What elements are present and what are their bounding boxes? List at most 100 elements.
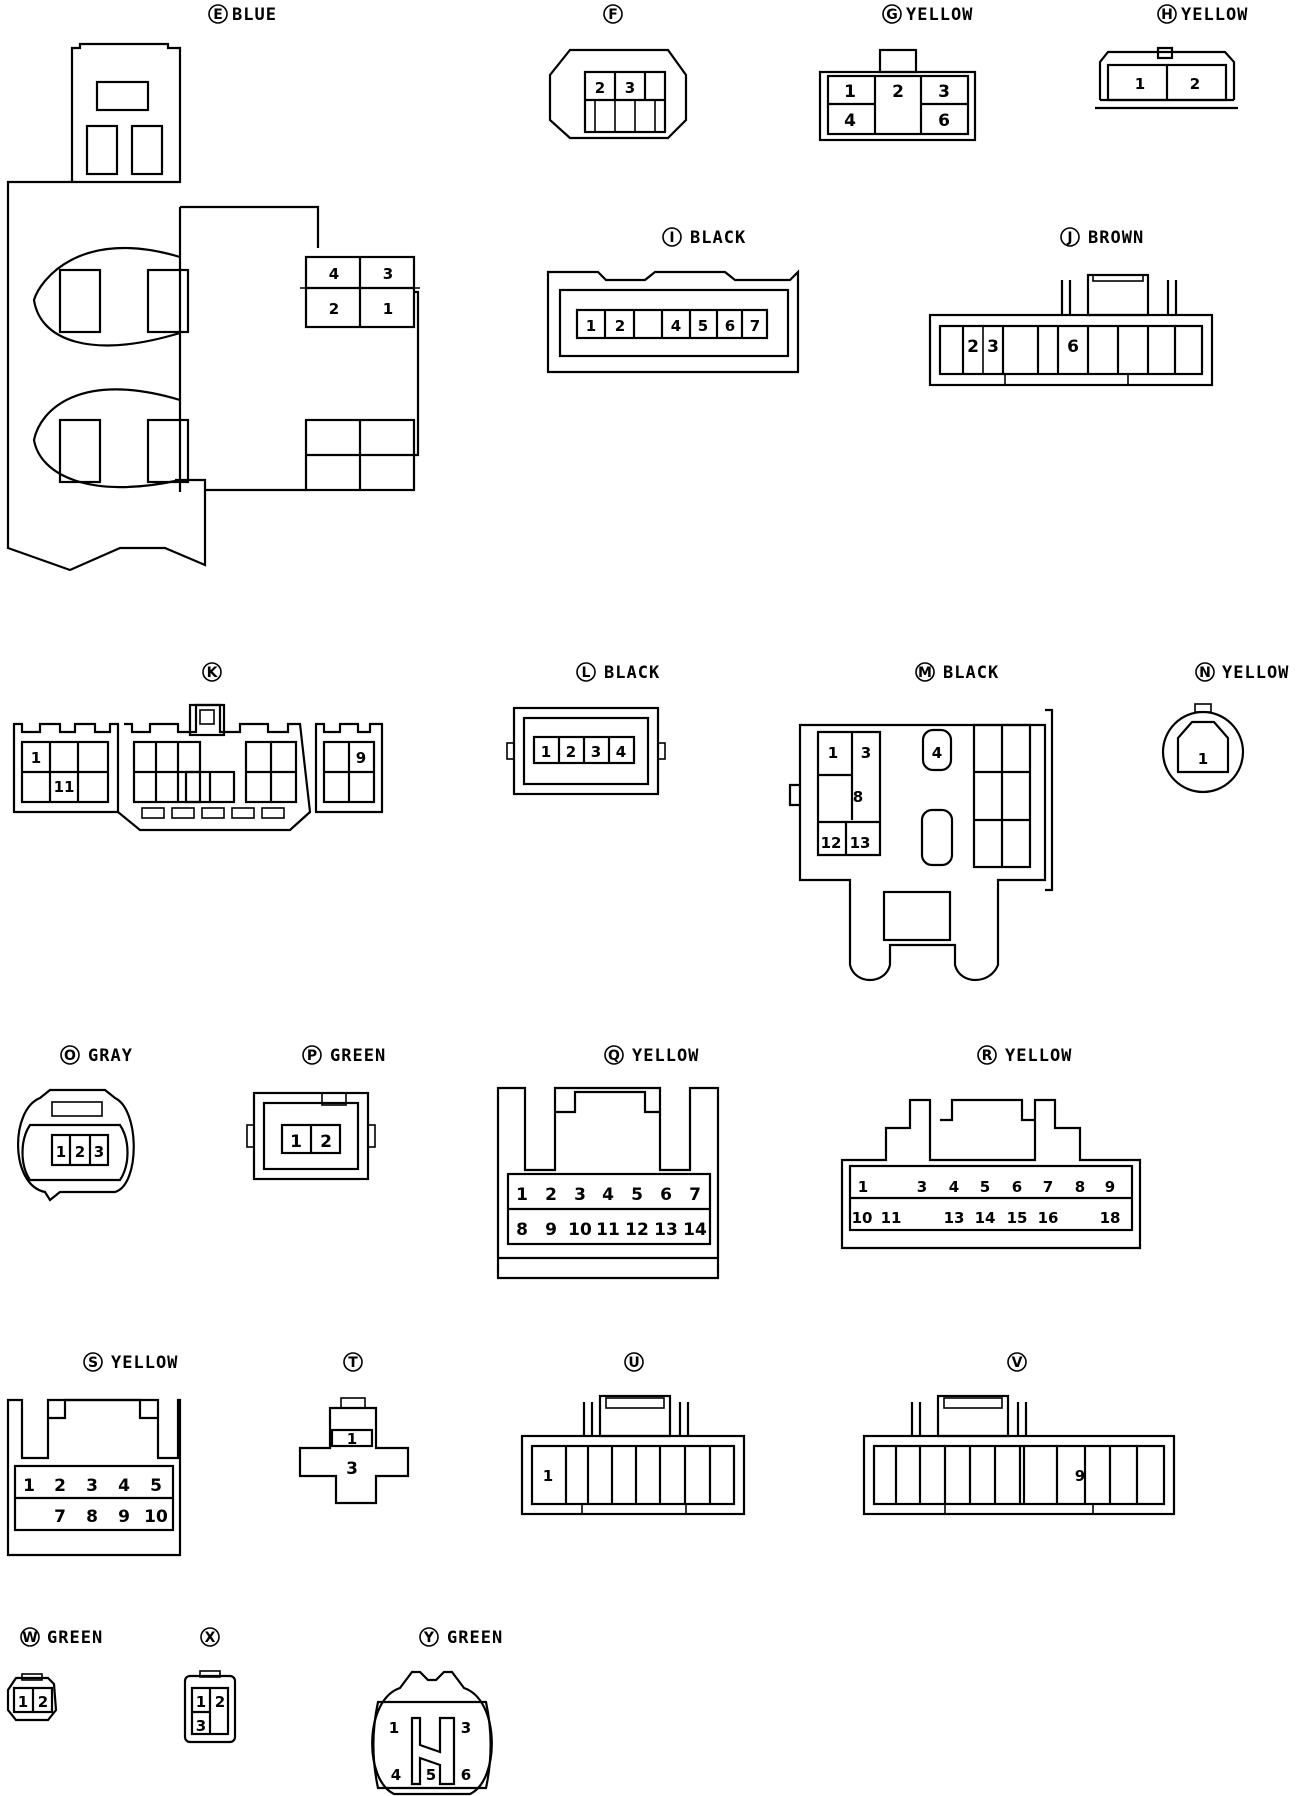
- svg-text:P: P: [307, 1048, 317, 1064]
- svg-text:2: 2: [595, 79, 605, 97]
- svg-text:7: 7: [689, 1185, 701, 1205]
- svg-text:3: 3: [938, 82, 950, 102]
- connector-q-label: Q YELLOW: [604, 1045, 699, 1066]
- svg-text:3: 3: [591, 743, 601, 761]
- svg-text:9: 9: [1105, 1178, 1115, 1196]
- svg-text:Y: Y: [423, 1630, 435, 1646]
- svg-text:3: 3: [987, 337, 999, 357]
- svg-text:1: 1: [858, 1178, 868, 1196]
- svg-text:BROWN: BROWN: [1088, 228, 1144, 248]
- svg-text:5: 5: [980, 1178, 990, 1196]
- svg-text:GREEN: GREEN: [330, 1046, 386, 1066]
- svg-text:3: 3: [461, 1719, 471, 1737]
- svg-text:1: 1: [1135, 75, 1145, 93]
- svg-text:6: 6: [461, 1766, 471, 1784]
- svg-text:15: 15: [1007, 1209, 1028, 1227]
- svg-text:13: 13: [654, 1220, 678, 1240]
- svg-text:13: 13: [850, 834, 871, 852]
- svg-text:YELLOW: YELLOW: [1222, 663, 1289, 683]
- connector-e-label: E BLUE: [208, 4, 276, 25]
- svg-text:6: 6: [1012, 1178, 1022, 1196]
- svg-text:9: 9: [1075, 1467, 1085, 1485]
- connector-n: N YELLOW 1: [1161, 662, 1289, 794]
- svg-text:2: 2: [566, 743, 576, 761]
- connector-l: L BLACK 1 2 3 4: [506, 662, 666, 796]
- svg-text:I: I: [669, 230, 674, 246]
- svg-text:2: 2: [967, 337, 979, 357]
- connector-i: I BLACK 1 2 4 5 6 7: [546, 227, 800, 374]
- connector-f-label: F: [603, 4, 623, 24]
- connector-e: E BLUE 4 3 2 1: [6, 4, 420, 572]
- connector-m: M BLACK 1 3 8 12 13 4: [788, 662, 1054, 981]
- svg-text:X: X: [205, 1630, 216, 1646]
- svg-text:5: 5: [150, 1476, 162, 1496]
- svg-text:1: 1: [543, 1467, 553, 1485]
- svg-text:12: 12: [821, 834, 842, 852]
- connector-p: P GREEN 1 2: [246, 1045, 386, 1181]
- connector-w-label: W GREEN: [20, 1627, 103, 1648]
- connector-t: T 1 3: [298, 1352, 410, 1505]
- svg-text:11: 11: [54, 778, 75, 796]
- connector-r: R YELLOW 1 3 4 5 6 7 8 9 10 11 13 14 15 …: [840, 1045, 1142, 1250]
- svg-text:GREEN: GREEN: [47, 1628, 103, 1648]
- connector-r-label: R YELLOW: [977, 1045, 1071, 1066]
- connector-y: Y GREEN 1 3 4 5 6: [371, 1627, 503, 1796]
- svg-text:1: 1: [23, 1476, 35, 1496]
- svg-text:7: 7: [1043, 1178, 1053, 1196]
- svg-text:4: 4: [118, 1476, 130, 1496]
- svg-text:YELLOW: YELLOW: [906, 5, 973, 25]
- svg-text:4: 4: [329, 265, 339, 283]
- svg-text:2: 2: [38, 1693, 48, 1711]
- svg-text:2: 2: [545, 1185, 557, 1205]
- connector-x-label: X: [200, 1627, 220, 1647]
- connector-j-label: J BROWN: [1060, 227, 1144, 248]
- svg-text:4: 4: [844, 111, 856, 131]
- svg-text:S: S: [88, 1355, 98, 1371]
- svg-text:6: 6: [938, 111, 950, 131]
- svg-text:4: 4: [949, 1178, 959, 1196]
- connector-o: O GRAY 1 2 3: [17, 1045, 135, 1202]
- svg-text:2: 2: [615, 317, 625, 335]
- svg-text:8: 8: [1075, 1178, 1085, 1196]
- connector-n-label: N YELLOW: [1195, 662, 1289, 683]
- connector-m-label: M BLACK: [915, 662, 998, 683]
- svg-text:3: 3: [196, 1717, 206, 1735]
- svg-text:13: 13: [944, 1209, 965, 1227]
- svg-text:11: 11: [881, 1209, 902, 1227]
- connector-s-label: S YELLOW: [83, 1352, 177, 1373]
- svg-text:YELLOW: YELLOW: [632, 1046, 699, 1066]
- svg-text:Q: Q: [608, 1048, 620, 1064]
- svg-text:2: 2: [215, 1693, 225, 1711]
- svg-text:9: 9: [118, 1507, 130, 1527]
- svg-text:4: 4: [391, 1766, 401, 1784]
- svg-text:9: 9: [356, 749, 366, 767]
- svg-text:3: 3: [574, 1185, 586, 1205]
- svg-text:18: 18: [1100, 1209, 1121, 1227]
- svg-text:1: 1: [290, 1132, 302, 1152]
- connector-p-label: P GREEN: [302, 1045, 386, 1066]
- svg-text:2: 2: [892, 82, 904, 102]
- connector-k-label: K: [202, 662, 222, 682]
- svg-text:11: 11: [596, 1220, 620, 1240]
- svg-text:O: O: [64, 1048, 76, 1064]
- connector-f: F 2 3: [548, 4, 688, 140]
- svg-text:3: 3: [346, 1459, 358, 1479]
- svg-text:4: 4: [616, 743, 626, 761]
- svg-text:BLACK: BLACK: [690, 228, 746, 248]
- svg-text:2: 2: [54, 1476, 66, 1496]
- svg-text:U: U: [628, 1355, 639, 1371]
- svg-text:GREEN: GREEN: [447, 1628, 503, 1648]
- svg-text:M: M: [918, 665, 932, 681]
- connector-u-label: U: [624, 1352, 644, 1372]
- svg-text:4: 4: [932, 744, 942, 762]
- svg-text:5: 5: [426, 1766, 436, 1784]
- svg-text:1: 1: [18, 1693, 28, 1711]
- connector-w: W GREEN 1 2: [6, 1627, 103, 1722]
- svg-text:J: J: [1066, 230, 1072, 246]
- svg-text:8: 8: [853, 788, 863, 806]
- svg-text:1: 1: [347, 1430, 357, 1448]
- svg-text:3: 3: [94, 1143, 104, 1161]
- svg-text:10: 10: [144, 1507, 168, 1527]
- svg-text:3: 3: [383, 265, 393, 283]
